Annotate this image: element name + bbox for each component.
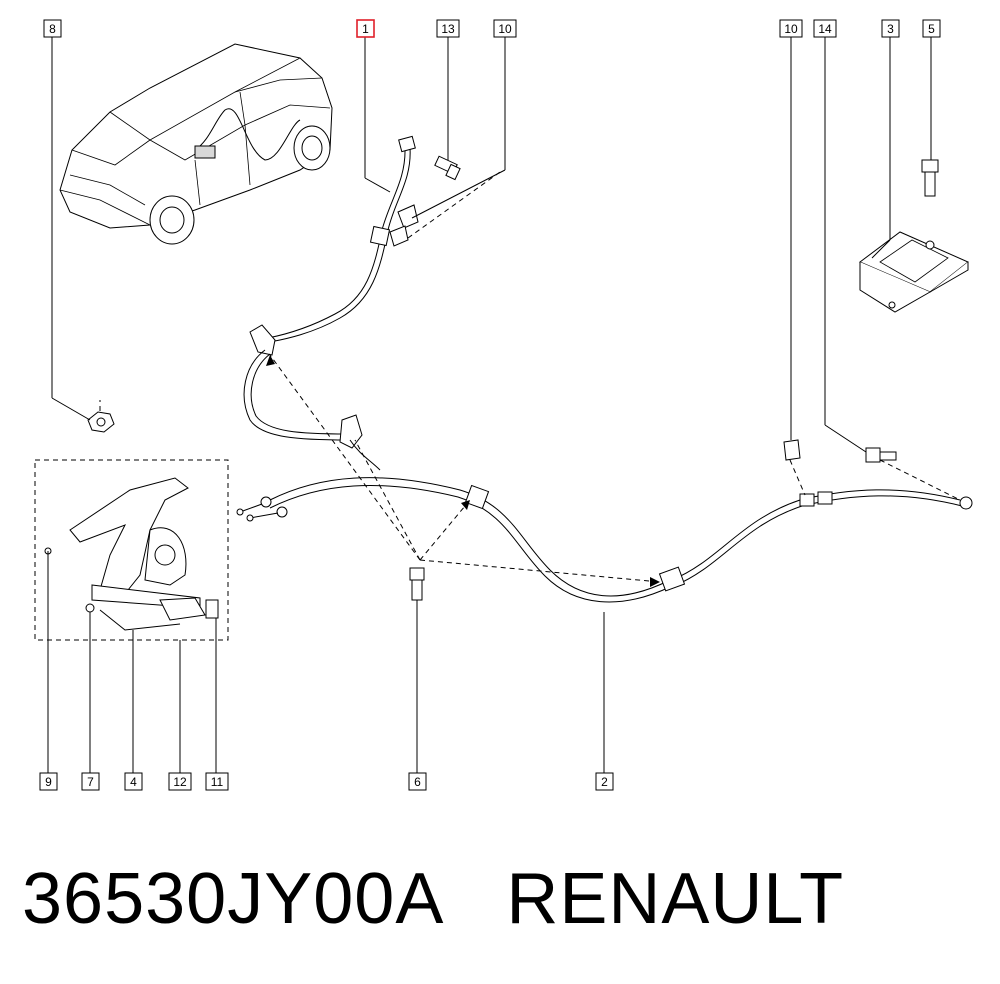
part-number: 36530JY00A	[22, 859, 445, 939]
callout-label: 3	[887, 22, 894, 36]
callout-label: 5	[928, 22, 935, 36]
leader-lines	[47, 37, 932, 773]
clip-10-upper	[389, 204, 419, 247]
callout-10-top: 10	[493, 19, 517, 38]
bolt-14	[865, 447, 897, 463]
main-cable-part-2	[236, 439, 973, 603]
callout-13: 13	[436, 19, 460, 38]
callout-14: 14	[813, 19, 837, 38]
callout-label: 7	[87, 775, 94, 789]
callout-label: 9	[45, 775, 52, 789]
bolt-6	[409, 567, 425, 601]
callout-label: 10	[784, 22, 798, 36]
vehicle-illustration	[59, 43, 333, 245]
fasteners	[87, 155, 939, 601]
callout-8: 8	[43, 19, 62, 38]
front-cable-part-1	[243, 135, 416, 449]
callout-label: 14	[818, 22, 832, 36]
callout-3: 3	[881, 19, 900, 38]
callout-9: 9	[39, 772, 58, 791]
callout-11: 11	[205, 772, 229, 791]
bracket-part-3	[859, 231, 969, 313]
callout-1: 1	[356, 19, 375, 38]
callout-6: 6	[408, 772, 427, 791]
callout-7: 7	[81, 772, 100, 791]
footer-caption: 36530JY00A RENAULT	[22, 858, 844, 940]
callout-label: 2	[601, 775, 608, 789]
callout-2: 2	[595, 772, 614, 791]
clip-10-lower	[783, 439, 801, 461]
callout-label: 10	[498, 22, 512, 36]
callout-label: 12	[173, 775, 187, 789]
callout-4: 4	[124, 772, 143, 791]
callout-12: 12	[168, 772, 192, 791]
callout-label: 11	[211, 775, 224, 789]
handbrake-lever-assembly	[34, 459, 229, 641]
callout-label: 8	[49, 22, 56, 36]
bolt-5	[921, 159, 939, 197]
callout-label: 6	[414, 775, 421, 789]
brand-name: RENAULT	[506, 859, 845, 939]
installation-guides	[99, 171, 961, 587]
callout-label: 4	[130, 775, 137, 789]
callout-label: 1	[362, 22, 369, 36]
callout-10-right: 10	[779, 19, 803, 38]
nut-8	[87, 411, 115, 433]
callout-label: 13	[441, 22, 455, 36]
callout-5: 5	[922, 19, 941, 38]
bolt-13	[434, 155, 461, 181]
